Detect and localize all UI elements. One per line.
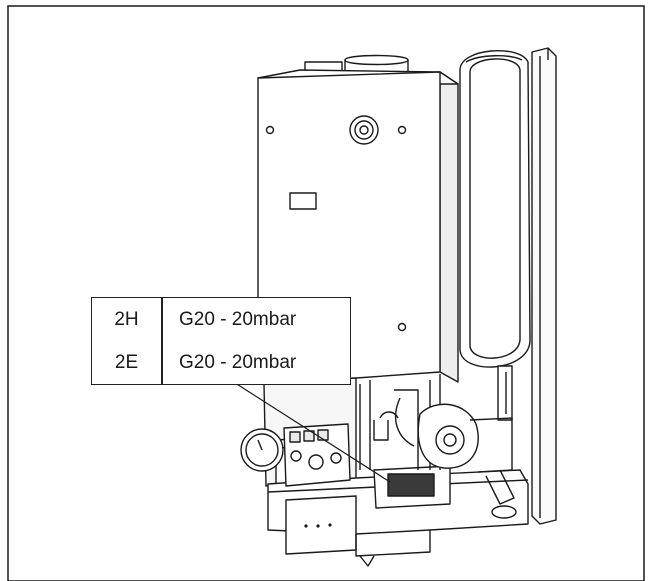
gas-type-cell: G20 - 20mbar bbox=[179, 351, 297, 373]
table-row: 2E G20 - 20mbar bbox=[92, 341, 350, 384]
base-tray-vents bbox=[304, 523, 332, 528]
data-plate bbox=[373, 465, 451, 509]
gas-category-table: 2H G20 - 20mbar 2E G20 - 20mbar bbox=[91, 297, 351, 385]
gas-category-cell: 2E bbox=[114, 351, 139, 373]
leader-line bbox=[231, 380, 391, 483]
table-column-divider bbox=[161, 298, 163, 384]
gas-category-cell: 2H bbox=[114, 308, 139, 330]
figure-frame bbox=[7, 5, 645, 581]
flue-outlet bbox=[349, 115, 379, 145]
casing-screw-top-right bbox=[397, 125, 407, 135]
gas-type-cell: G20 - 20mbar bbox=[179, 308, 297, 330]
expansion-vessel bbox=[459, 50, 531, 368]
indicator-window bbox=[289, 192, 317, 210]
casing-screw-top-left bbox=[265, 125, 275, 135]
casing-side bbox=[439, 71, 459, 383]
casing-screw-bottom-right bbox=[397, 322, 407, 332]
pipework bbox=[359, 365, 517, 519]
pressure-gauge bbox=[240, 428, 293, 472]
back-frame bbox=[531, 47, 557, 525]
control-panel bbox=[283, 423, 351, 487]
table-row: 2H G20 - 20mbar bbox=[92, 298, 350, 341]
